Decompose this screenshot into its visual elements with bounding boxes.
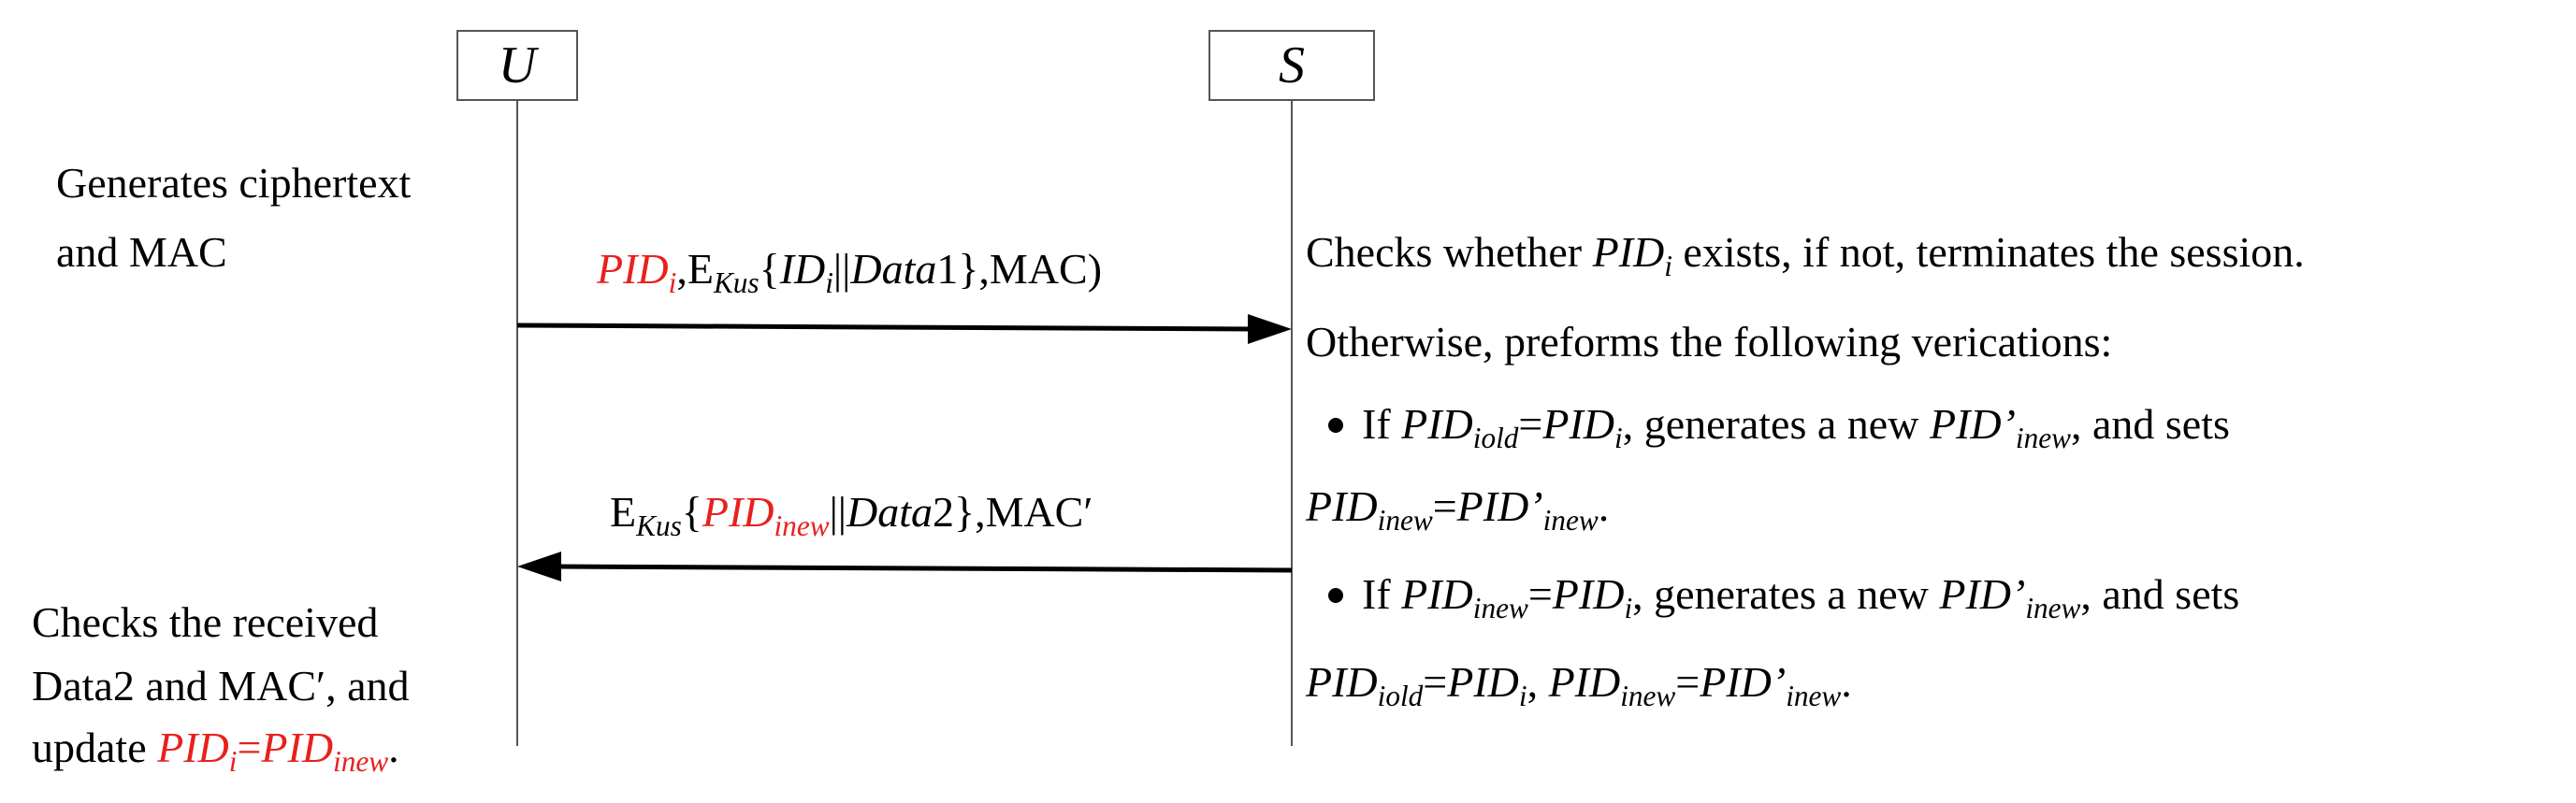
entity-u-label: U [498, 36, 537, 94]
s-check-line6: PIDiold=PIDi, PIDinew=PID’inew. [1306, 658, 1852, 712]
bullet-dot [1328, 588, 1343, 604]
s-check-bullet2: If PIDinew=PIDi, generates a new PID’ine… [1306, 566, 2239, 623]
u-generate-line2: and MAC [56, 228, 227, 276]
s-check-line2: Otherwise, preforms the following verica… [1306, 318, 2113, 366]
u-generate-line1: Generates ciphertext [56, 159, 412, 207]
arrowhead-left [517, 552, 561, 581]
s-check-bullet1: If PIDiold=PIDi, generates a new PID’ine… [1306, 396, 2230, 452]
entity-s-label: S [1279, 36, 1305, 94]
u-check-line1: Checks the received [32, 598, 379, 646]
message1-label: PIDi,EKus{IDi||Data1},MAC) [597, 245, 1103, 299]
s-check-line4: PIDinew=PID’inew. [1306, 482, 1610, 537]
arrowhead-right [1248, 314, 1292, 344]
message-arrow-u-to-s [516, 323, 1254, 332]
message2-label: EKus{PIDinew||Data2},MAC′ [610, 488, 1093, 542]
entity-u-box: U [456, 30, 578, 101]
message-arrow-s-to-u [555, 564, 1293, 573]
u-check-line3: update PIDi=PIDinew. [32, 724, 399, 778]
bullet-dot [1328, 418, 1343, 434]
u-check-line2: Data2 and MAC′, and [32, 662, 410, 710]
s-check-line1: Checks whether PIDi exists, if not, term… [1306, 228, 2305, 282]
entity-s-box: S [1208, 30, 1375, 101]
